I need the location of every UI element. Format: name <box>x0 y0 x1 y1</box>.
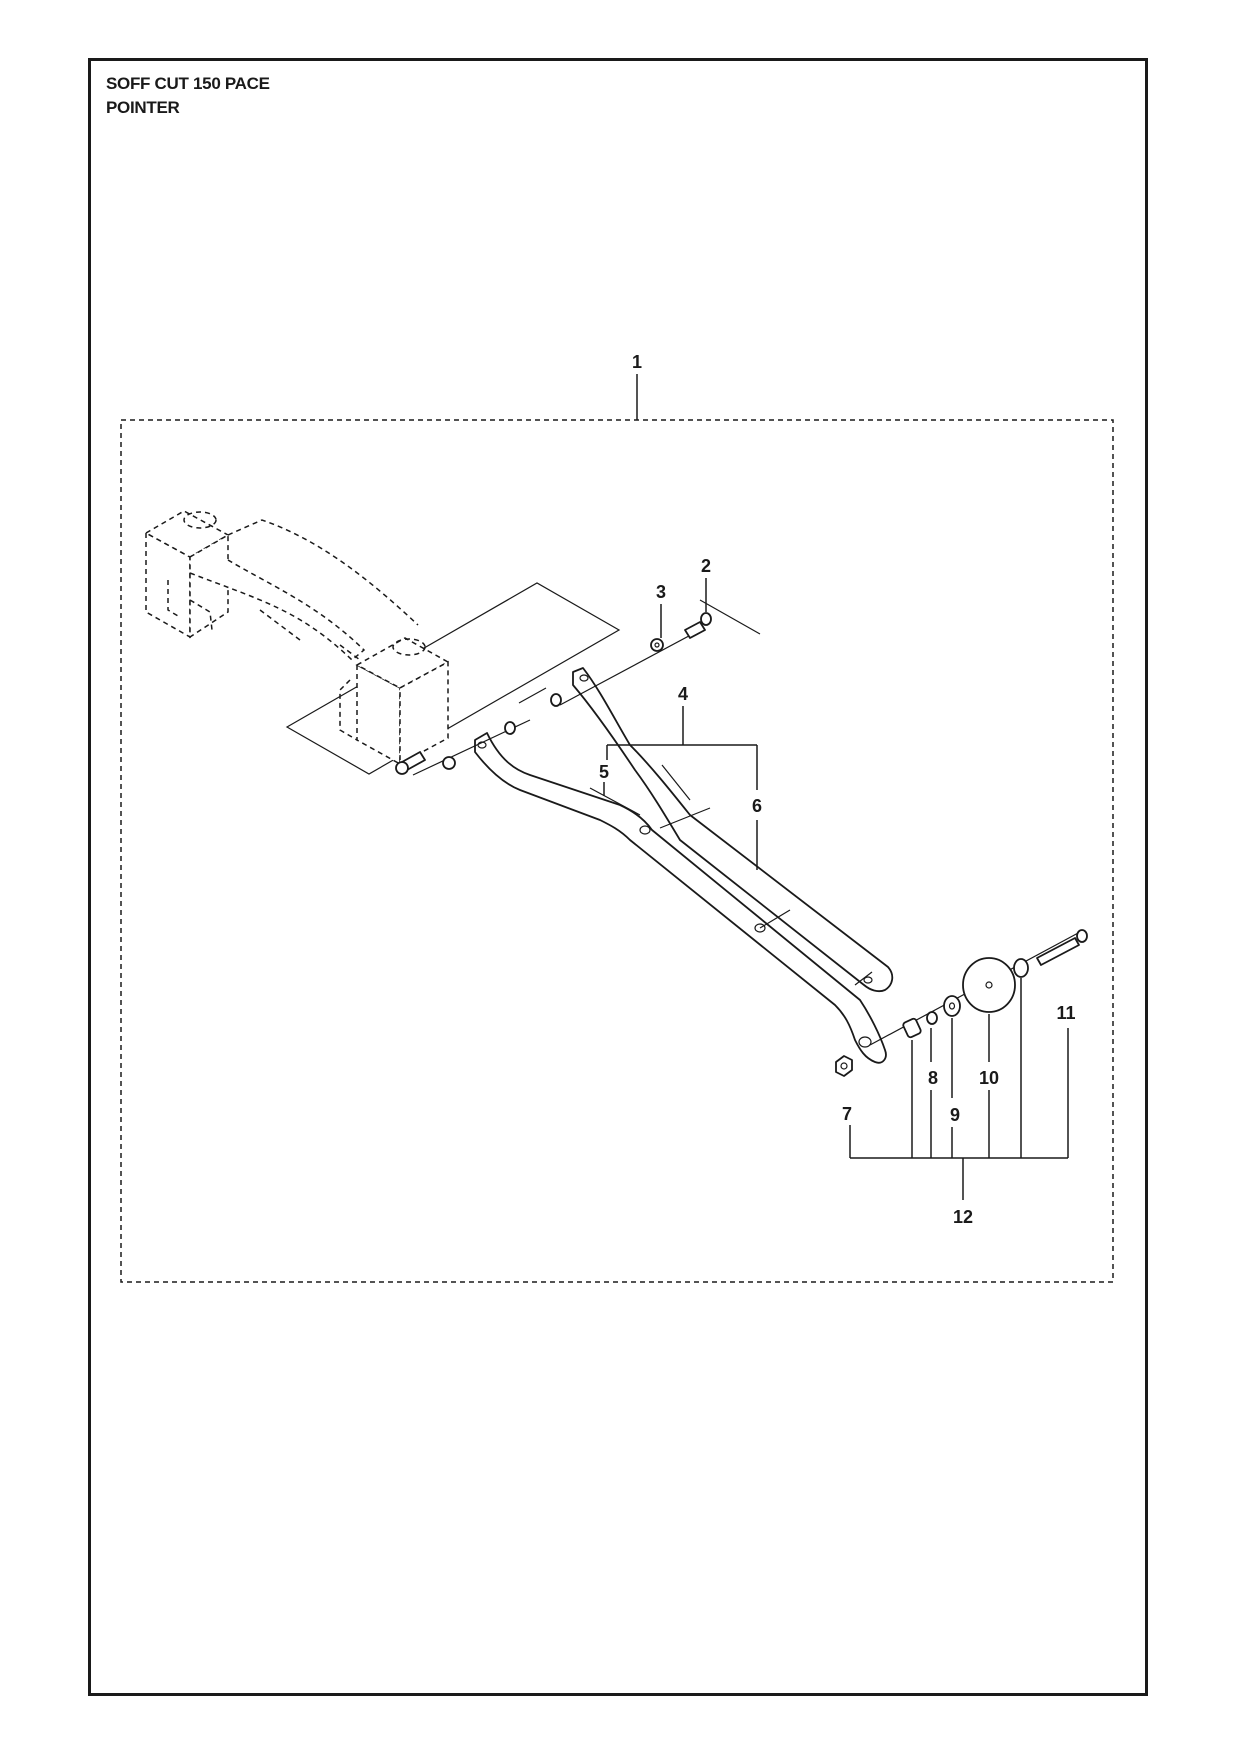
cross-pin-upper <box>659 807 711 829</box>
pointer-disc-10 <box>962 957 1016 1013</box>
nut-7 <box>835 1055 853 1077</box>
callout-4: 4 <box>678 684 688 704</box>
callout-1: 1 <box>632 352 642 372</box>
section-title: POINTER <box>106 98 180 117</box>
callout-7: 7 <box>842 1104 852 1124</box>
leader-lines <box>603 578 1069 1200</box>
assembly-boundary-box <box>120 419 1114 1283</box>
callout-2: 2 <box>701 556 711 576</box>
callout-6: 6 <box>752 796 762 816</box>
callout-12: 12 <box>953 1207 973 1227</box>
pointer-arm-lower <box>474 732 887 1064</box>
cross-pin-middle <box>759 909 791 929</box>
washer-9a <box>926 1011 938 1025</box>
page-frame <box>88 58 1148 1696</box>
frame-bracket-outline <box>144 510 450 766</box>
cross-pin-lower <box>854 971 873 986</box>
callout-8: 8 <box>928 1068 938 1088</box>
spacer-8 <box>902 1017 922 1039</box>
bolt-11 <box>1036 929 1088 966</box>
callout-11: 11 <box>1056 1003 1075 1023</box>
callout-5: 5 <box>599 762 609 782</box>
bolt-upper <box>684 612 712 639</box>
washer-lower <box>442 756 456 770</box>
callout-3: 3 <box>656 582 666 602</box>
bolt-lower <box>395 751 426 775</box>
washer-upper-inner <box>550 693 562 707</box>
washer-upper <box>650 638 664 652</box>
washer-11 <box>1013 958 1029 978</box>
callout-9: 9 <box>950 1105 960 1125</box>
model-title: SOFF CUT 150 PACE <box>106 74 270 93</box>
callout-10: 10 <box>979 1068 999 1088</box>
washer-lower-inner <box>504 721 516 735</box>
section-break-panels <box>285 582 761 775</box>
washer-9 <box>943 995 961 1017</box>
explode-axis-upper <box>559 629 701 706</box>
